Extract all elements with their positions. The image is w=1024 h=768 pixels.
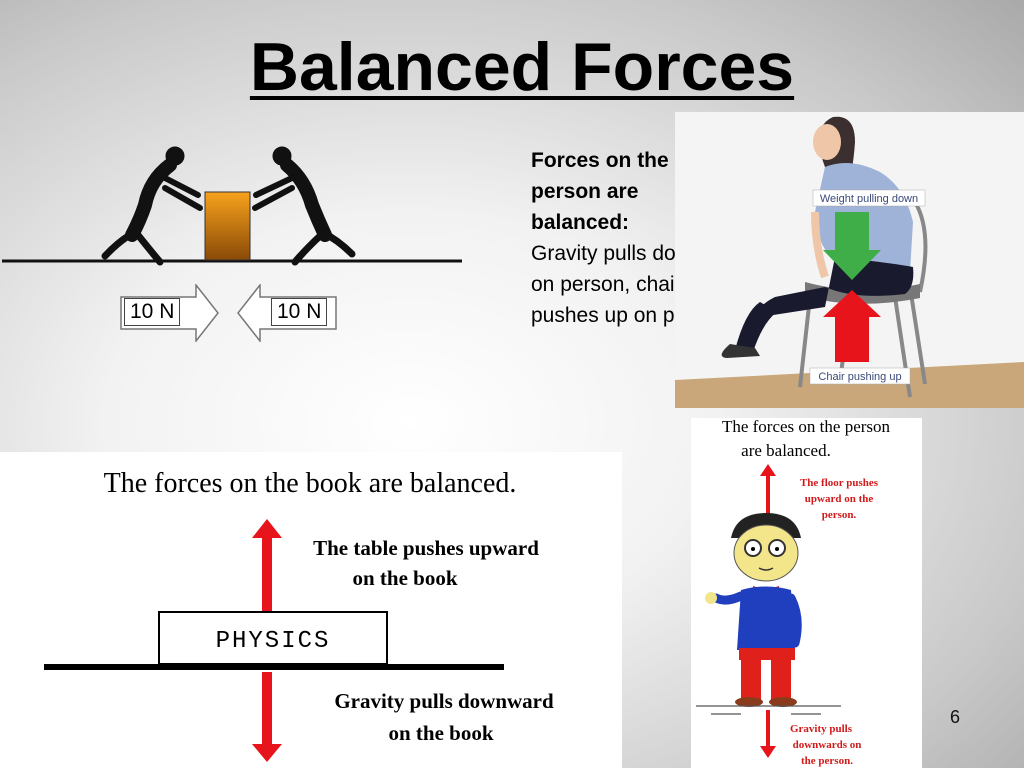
push-diagram [2, 146, 462, 266]
cartoon-image: The forces on the person are balanced. T… [691, 418, 922, 768]
page-title: Balanced Forces [249, 29, 795, 105]
table-push-label-2: on the book [352, 566, 457, 590]
gravity-cartoon-label-2: downwards on [793, 739, 862, 751]
chair-image: Weight pulling down Chair pushing up [675, 112, 1024, 408]
right-force-label: 10 N [271, 298, 328, 326]
gravity-down-arrow [760, 710, 776, 758]
description-heading: Forces on the person are balanced: [531, 149, 669, 234]
gravity-label-1: Gravity pulls downward [334, 689, 554, 713]
table-surface [44, 664, 504, 670]
gravity-cartoon-label-3: the person. [801, 755, 853, 767]
gravity-cartoon-label-1: Gravity pulls [790, 723, 853, 735]
cartoon-heading-2: are balanced. [741, 441, 831, 460]
table-push-label-1: The table pushes upward [313, 536, 539, 560]
cartoon-heading-1: The forces on the person [722, 418, 891, 436]
book-label: PHYSICS [216, 628, 331, 655]
page-number: 6 [950, 707, 961, 727]
book-heading: The forces on the book are balanced. [104, 468, 517, 499]
down-arrow [252, 672, 282, 762]
floor-label-3: person. [822, 509, 857, 521]
book-image: The forces on the book are balanced. The… [0, 452, 622, 768]
weight-label: Weight pulling down [820, 193, 918, 205]
up-arrow [252, 519, 282, 612]
right-person-silhouette [252, 146, 356, 266]
physics-book [158, 611, 388, 665]
left-force-label: 10 N [124, 298, 181, 326]
chair-label: Chair pushing up [818, 371, 901, 383]
floor-label-2: upward on the [805, 493, 874, 505]
floor-label-1: The floor pushes [800, 477, 879, 489]
gravity-label-2: on the book [388, 721, 493, 745]
pushed-box [204, 191, 251, 261]
left-person-silhouette [101, 146, 203, 266]
floor-up-arrow [760, 464, 776, 540]
